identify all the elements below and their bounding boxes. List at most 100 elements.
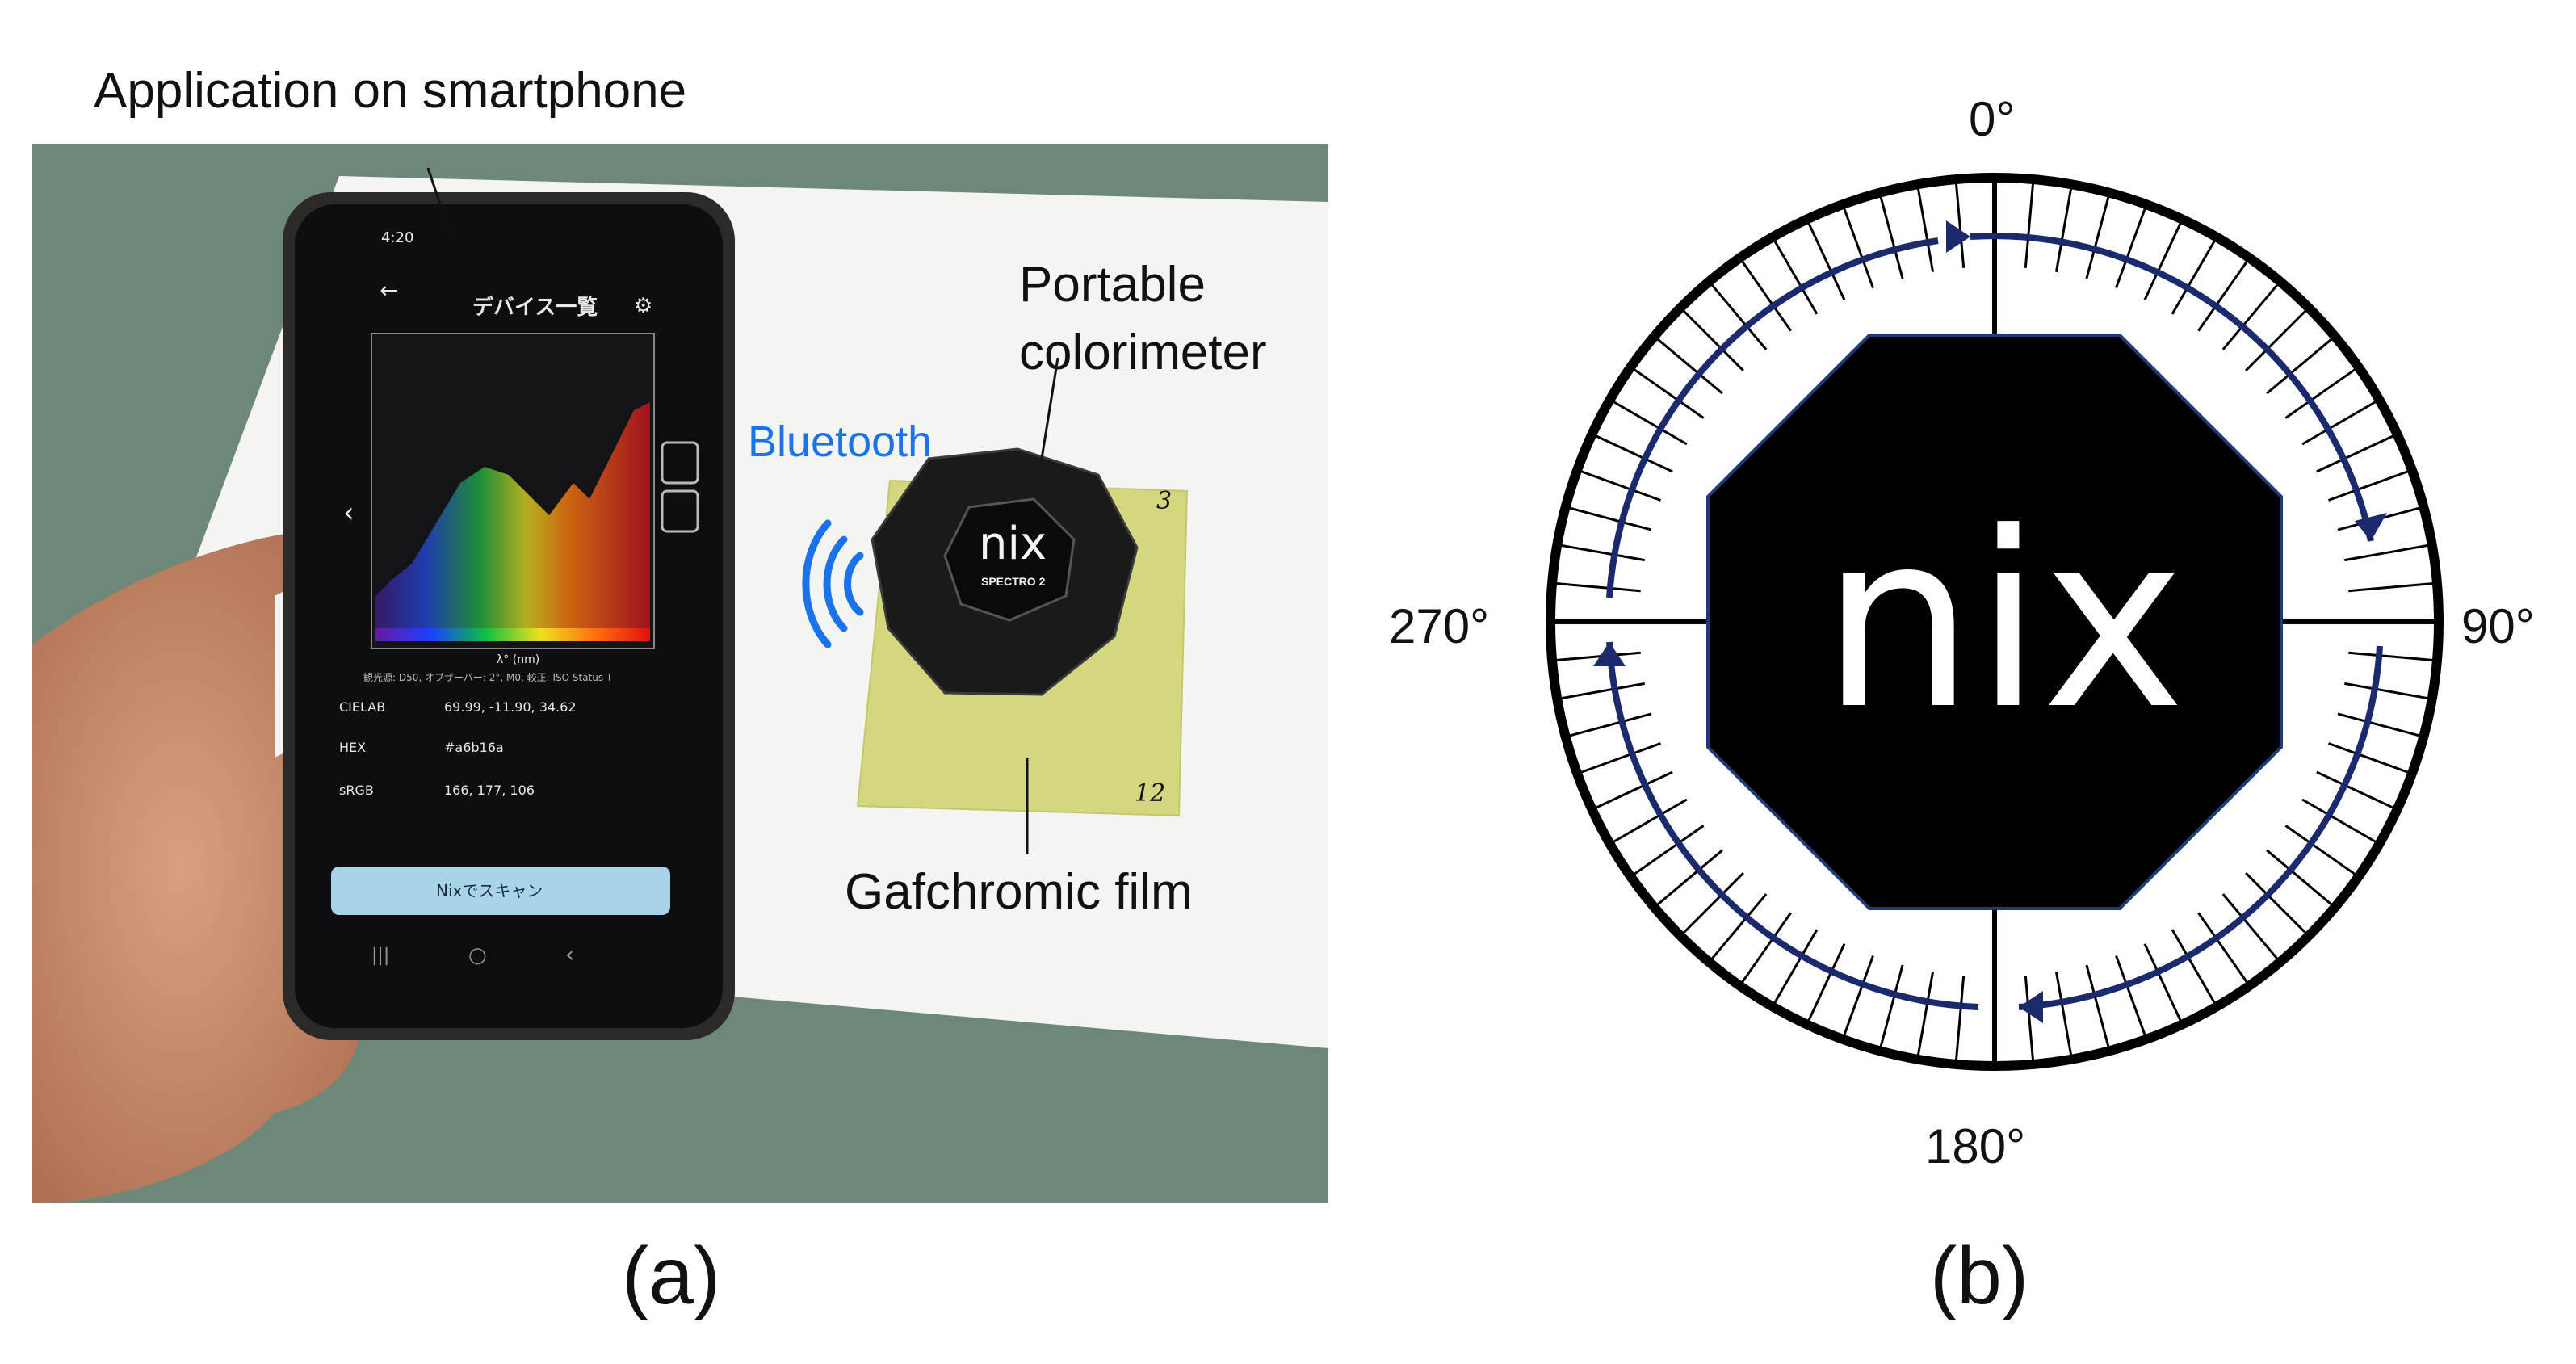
- graduation-tick: [1954, 976, 1966, 1064]
- bluetooth-waves-icon: [802, 519, 864, 648]
- graduation-tick: [2344, 544, 2431, 562]
- film-mark-bottom: 12: [1135, 779, 1166, 808]
- device-brand-logo: nix: [979, 518, 1047, 570]
- graduation-tick: [2337, 712, 2423, 738]
- graduation-tick: [2266, 336, 2335, 395]
- graduation-tick: [2301, 798, 2379, 845]
- graduation-tick: [1631, 367, 1705, 419]
- graduation-tick: [2327, 742, 2411, 774]
- graduation-tick: [1631, 825, 1705, 877]
- graduation-tick: [2115, 205, 2147, 289]
- graduation-tick: [2284, 367, 2358, 419]
- phone-row-key-hex: HEX: [339, 740, 367, 755]
- phone-scan-button[interactable]: Nixでスキャン: [436, 881, 543, 900]
- phone-back-icon[interactable]: ←: [380, 277, 399, 304]
- phone-nav-home-icon[interactable]: ○: [468, 943, 487, 967]
- graduation-tick: [2197, 912, 2250, 985]
- phone-chart-xlabel: λ° (nm): [497, 653, 540, 666]
- graduation-tick: [2245, 872, 2309, 936]
- graduation-tick: [2054, 972, 2073, 1058]
- graduation-tick: [1553, 651, 1641, 662]
- graduation-tick: [1592, 770, 1673, 810]
- graduation-tick: [1553, 581, 1641, 593]
- graduation-tick: [2143, 943, 2183, 1024]
- graduation-tick: [2221, 282, 2280, 350]
- rotation-arrows: [1606, 233, 2383, 1010]
- graduation-tick: [2316, 770, 2397, 810]
- graduation-tick: [2221, 893, 2280, 962]
- graduation-tick: [1772, 237, 1819, 315]
- graduation-tick: [2085, 194, 2111, 279]
- graduation-tick: [1610, 798, 1688, 845]
- graduation-tick: [1954, 180, 1966, 268]
- graduation-tick: [1739, 258, 1792, 332]
- device-model-label: SPECTRO 2: [981, 575, 1046, 588]
- annotation-portable: Portable: [1019, 257, 1206, 313]
- rotation-diagram: [1546, 173, 2444, 1071]
- graduation-tick: [1567, 506, 1652, 531]
- graduation-tick: [2171, 237, 2217, 315]
- diagram-logo: nix: [1821, 481, 2186, 762]
- graduation-tick: [1916, 972, 1935, 1058]
- phone-chart-prev-icon[interactable]: ‹: [343, 497, 355, 529]
- graduation-tick: [1655, 849, 1723, 908]
- arrow-180-to-270: [1606, 641, 1979, 1010]
- graduation-tick: [1578, 742, 1662, 774]
- phone-nav-recent-icon[interactable]: |||: [371, 946, 390, 966]
- graduation-tick: [1567, 712, 1652, 738]
- graduation-tick: [2316, 434, 2397, 473]
- graduation-tick: [2024, 180, 2035, 268]
- graduation-tick: [2143, 220, 2183, 300]
- phone-row-key-cielab: CIELAB: [339, 699, 386, 715]
- angle-label-0: 0°: [1969, 92, 2016, 146]
- graduation-tick: [1559, 544, 1645, 562]
- phone-screen-title: デバイス一覧: [472, 296, 598, 320]
- graduation-tick: [1592, 434, 1673, 473]
- graduation-tick: [1680, 872, 1744, 936]
- angle-label-90: 90°: [2461, 599, 2535, 653]
- arrow-0-to-90: [1970, 233, 2374, 542]
- graduation-tick: [1680, 308, 1744, 371]
- graduation-tick: [1655, 336, 1723, 395]
- annotation-colorimeter: colorimeter: [1019, 325, 1267, 380]
- graduation-tick: [1559, 682, 1645, 700]
- photo-illustration: [32, 144, 1328, 1203]
- graduation-tick: [1709, 282, 1768, 350]
- graduation-tick: [1806, 220, 1846, 300]
- caption-a: (a): [622, 1231, 721, 1321]
- phone-settings-icon[interactable]: ⚙: [634, 294, 653, 318]
- phone-nav-back-icon[interactable]: ‹: [565, 941, 575, 967]
- caption-b: (b): [1930, 1231, 2029, 1321]
- graduation-tick: [2348, 651, 2436, 662]
- phone-status-time: 4:20: [381, 229, 414, 246]
- phone-row-value-hex: #a6b16a: [444, 740, 504, 755]
- graduation-tick: [1709, 893, 1768, 962]
- photo-panel: 4:20 ← デバイス一覧 ⚙ ‹ λ° (nm) 観光源: D50, オブザー…: [32, 144, 1328, 1203]
- annotation-gafchromic-film: Gafchromic film: [845, 864, 1193, 920]
- graduation-tick: [2054, 186, 2073, 272]
- colorimeter-device: [871, 447, 1139, 696]
- graduation-tick: [2115, 955, 2147, 1039]
- phone-row-key-srgb: sRGB: [339, 783, 374, 798]
- graduation-tick: [2197, 258, 2250, 332]
- arrow-90-to-180: [2018, 645, 2383, 1010]
- arrowheads: [1593, 220, 2387, 1023]
- phone-meta-line: 観光源: D50, オブザーバー: 2°, M0, 較正: ISO Status…: [363, 672, 613, 683]
- graduation-tick: [2024, 976, 2035, 1064]
- graduation-tick: [2266, 849, 2335, 908]
- annotation-application: Application on smartphone: [94, 63, 687, 119]
- phone-row-value-srgb: 166, 177, 106: [444, 783, 535, 798]
- arrow-270-to-0: [1606, 237, 1939, 598]
- graduation-tick: [1842, 955, 1874, 1039]
- film-mark-top: 3: [1156, 487, 1173, 515]
- graduation-tick: [1842, 205, 1874, 289]
- angle-label-180: 180°: [1925, 1119, 2026, 1173]
- graduation-tick: [2344, 682, 2431, 700]
- graduation-tick: [2327, 469, 2411, 502]
- graduation-tick: [2245, 308, 2309, 371]
- graduation-tick: [1916, 186, 1935, 272]
- graduation-tick: [2171, 929, 2217, 1006]
- graduation-tick: [1739, 912, 1792, 985]
- annotation-bluetooth: Bluetooth: [748, 418, 933, 466]
- graduation-tick: [2301, 399, 2379, 446]
